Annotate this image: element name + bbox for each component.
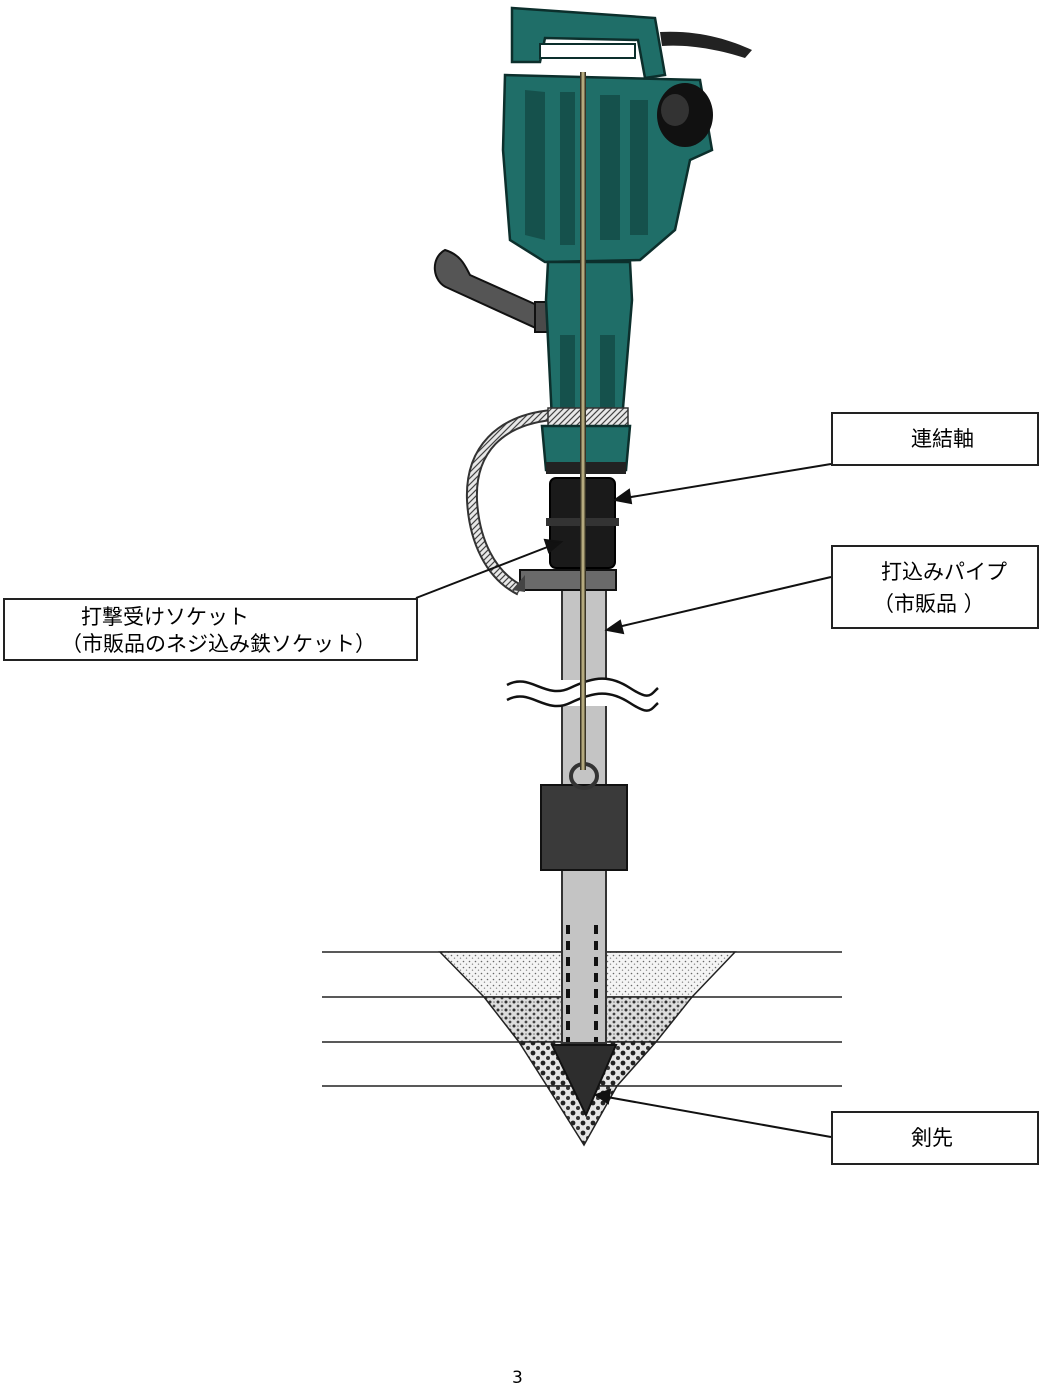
connecting-rod-label: 連結軸: [831, 412, 1039, 466]
weight-block-icon: [540, 784, 628, 871]
cone-tip-label: 剣先: [831, 1111, 1039, 1165]
drive-pipe-text-2: （市販品 ）: [873, 592, 985, 616]
drive-pipe-text-1: 打込みパイプ: [881, 560, 1007, 584]
demolition-hammer-icon: [433, 6, 752, 474]
drive-pipe-label: 打込みパイプ （市販品 ）: [831, 545, 1039, 629]
cone-tip-text: 剣先: [911, 1126, 953, 1150]
connecting-rod-text: 連結軸: [911, 427, 974, 451]
safety-cord-icon: [465, 409, 553, 596]
impact-socket-icon: [512, 477, 619, 592]
impact-socket-text-2: （市販品のネジ込み鉄ソケット）: [61, 632, 376, 656]
leader-lines: [415, 463, 832, 1138]
impact-socket-text-1: 打撃受けソケット: [81, 605, 249, 629]
impact-socket-label: 打撃受けソケット （市販品のネジ込み鉄ソケット）: [3, 598, 418, 661]
cone-tip-icon: [550, 1044, 618, 1118]
page-number: 3: [512, 1368, 523, 1388]
